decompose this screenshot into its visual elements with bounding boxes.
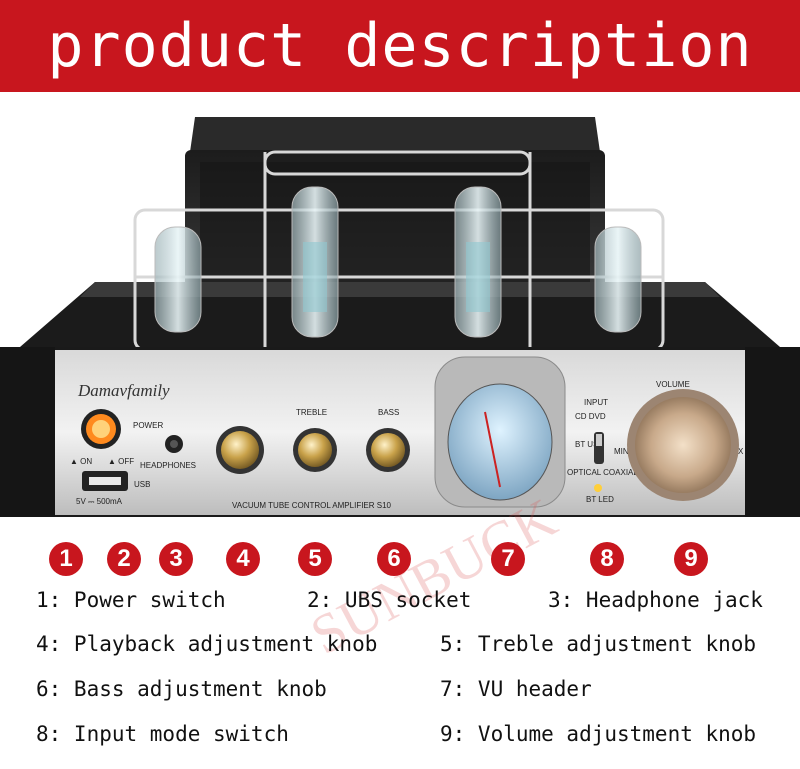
marker-4: 4 [226, 542, 260, 576]
svg-text:BASS: BASS [378, 408, 399, 417]
svg-text:▲ OFF: ▲ OFF [108, 457, 134, 466]
marker-2: 2 [107, 542, 141, 576]
svg-text:INPUT: INPUT [584, 398, 608, 407]
svg-text:5V ⎓ 500mA: 5V ⎓ 500mA [76, 497, 123, 506]
label-headphone-jack: 3: Headphone jack [548, 588, 763, 612]
svg-text:BT USB: BT USB [575, 440, 604, 449]
title-banner [0, 0, 800, 92]
label-bass-knob: 6: Bass adjustment knob [36, 677, 327, 701]
svg-text:USB: USB [134, 480, 150, 489]
marker-5: 5 [298, 542, 332, 576]
svg-text:VACUUM TUBE CONTROL AMPLIFIER: VACUUM TUBE CONTROL AMPLIFIER S10 [232, 501, 392, 510]
brand-label: Damavfamily [77, 381, 170, 400]
label-treble-knob: 5: Treble adjustment knob [440, 632, 757, 656]
label-usb-socket: 2: UBS socket [307, 588, 472, 612]
svg-text:HEADPHONES: HEADPHONES [140, 461, 196, 470]
svg-text:TREBLE: TREBLE [296, 408, 327, 417]
marker-9: 9 [674, 542, 708, 576]
banner-title: product description [47, 11, 753, 81]
label-power-switch: 1: Power switch [36, 588, 226, 612]
marker-3: 3 [159, 542, 193, 576]
svg-text:VOLUME: VOLUME [656, 380, 690, 389]
svg-text:OPTICAL COAXIAL: OPTICAL COAXIAL [567, 468, 638, 477]
label-volume-knob: 9: Volume adjustment knob [440, 722, 757, 746]
amplifier-photo: Damavfamily POWER ▲ ON ▲ OFF USB 5V ⎓ 50… [0, 117, 800, 517]
svg-text:CD DVD: CD DVD [575, 412, 606, 421]
label-playback-knob: 4: Playback adjustment knob [36, 632, 378, 656]
marker-6: 6 [377, 542, 411, 576]
svg-text:BT LED: BT LED [586, 495, 614, 504]
label-vu-header: 7: VU header [440, 677, 592, 701]
label-input-switch: 8: Input mode switch [36, 722, 289, 746]
svg-text:▲ ON: ▲ ON [70, 457, 92, 466]
svg-text:MIN: MIN [614, 447, 629, 456]
marker-7: 7 [491, 542, 525, 576]
svg-text:POWER: POWER [133, 421, 163, 430]
marker-8: 8 [590, 542, 624, 576]
marker-1: 1 [49, 542, 83, 576]
